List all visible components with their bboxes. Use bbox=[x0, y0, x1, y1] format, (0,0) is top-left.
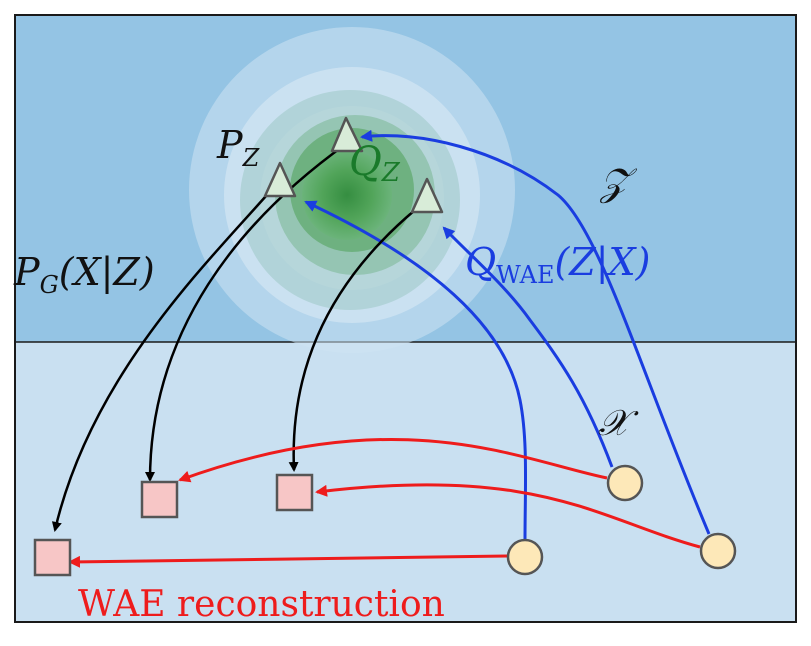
data-points bbox=[506, 464, 737, 576]
reconstructions bbox=[33, 473, 314, 577]
reconstruction-arrow bbox=[68, 554, 508, 568]
reconstruction-arrow bbox=[315, 483, 701, 549]
encoder-label: QWAE(Z|X) bbox=[465, 240, 650, 289]
diagram-border bbox=[14, 14, 797, 623]
reconstruction-label: WAE reconstruction bbox=[78, 584, 445, 625]
encoder-arrow bbox=[442, 226, 614, 468]
decoder-arrow bbox=[51, 195, 267, 532]
encoder-arrows bbox=[304, 129, 711, 541]
latent-code-triangle bbox=[263, 161, 297, 198]
decoder-arrows bbox=[51, 142, 416, 532]
reconstruction-arrows bbox=[68, 438, 701, 568]
posterior-label: QZ bbox=[349, 139, 401, 188]
reconstruction-arrow bbox=[178, 438, 608, 483]
reconstruction-square bbox=[140, 480, 179, 519]
data-point-circle bbox=[506, 538, 544, 576]
latent-code-triangle bbox=[410, 177, 444, 214]
encoder-arrow bbox=[304, 200, 528, 541]
latent-codes bbox=[263, 116, 444, 214]
prior-label: PZ bbox=[216, 123, 261, 172]
data-space-region bbox=[15, 342, 796, 622]
reconstruction-square bbox=[275, 473, 314, 512]
decoder-label: PG(X|Z) bbox=[13, 250, 155, 299]
decoder-arrow bbox=[288, 209, 416, 472]
posterior-qz-distribution bbox=[240, 90, 460, 310]
encoder-arrow bbox=[360, 129, 711, 535]
decoder-arrow bbox=[145, 142, 347, 482]
reconstruction-square bbox=[33, 538, 72, 577]
data-point-circle bbox=[606, 464, 644, 502]
data-point-circle bbox=[699, 532, 737, 570]
latent-code-triangle bbox=[330, 116, 364, 153]
